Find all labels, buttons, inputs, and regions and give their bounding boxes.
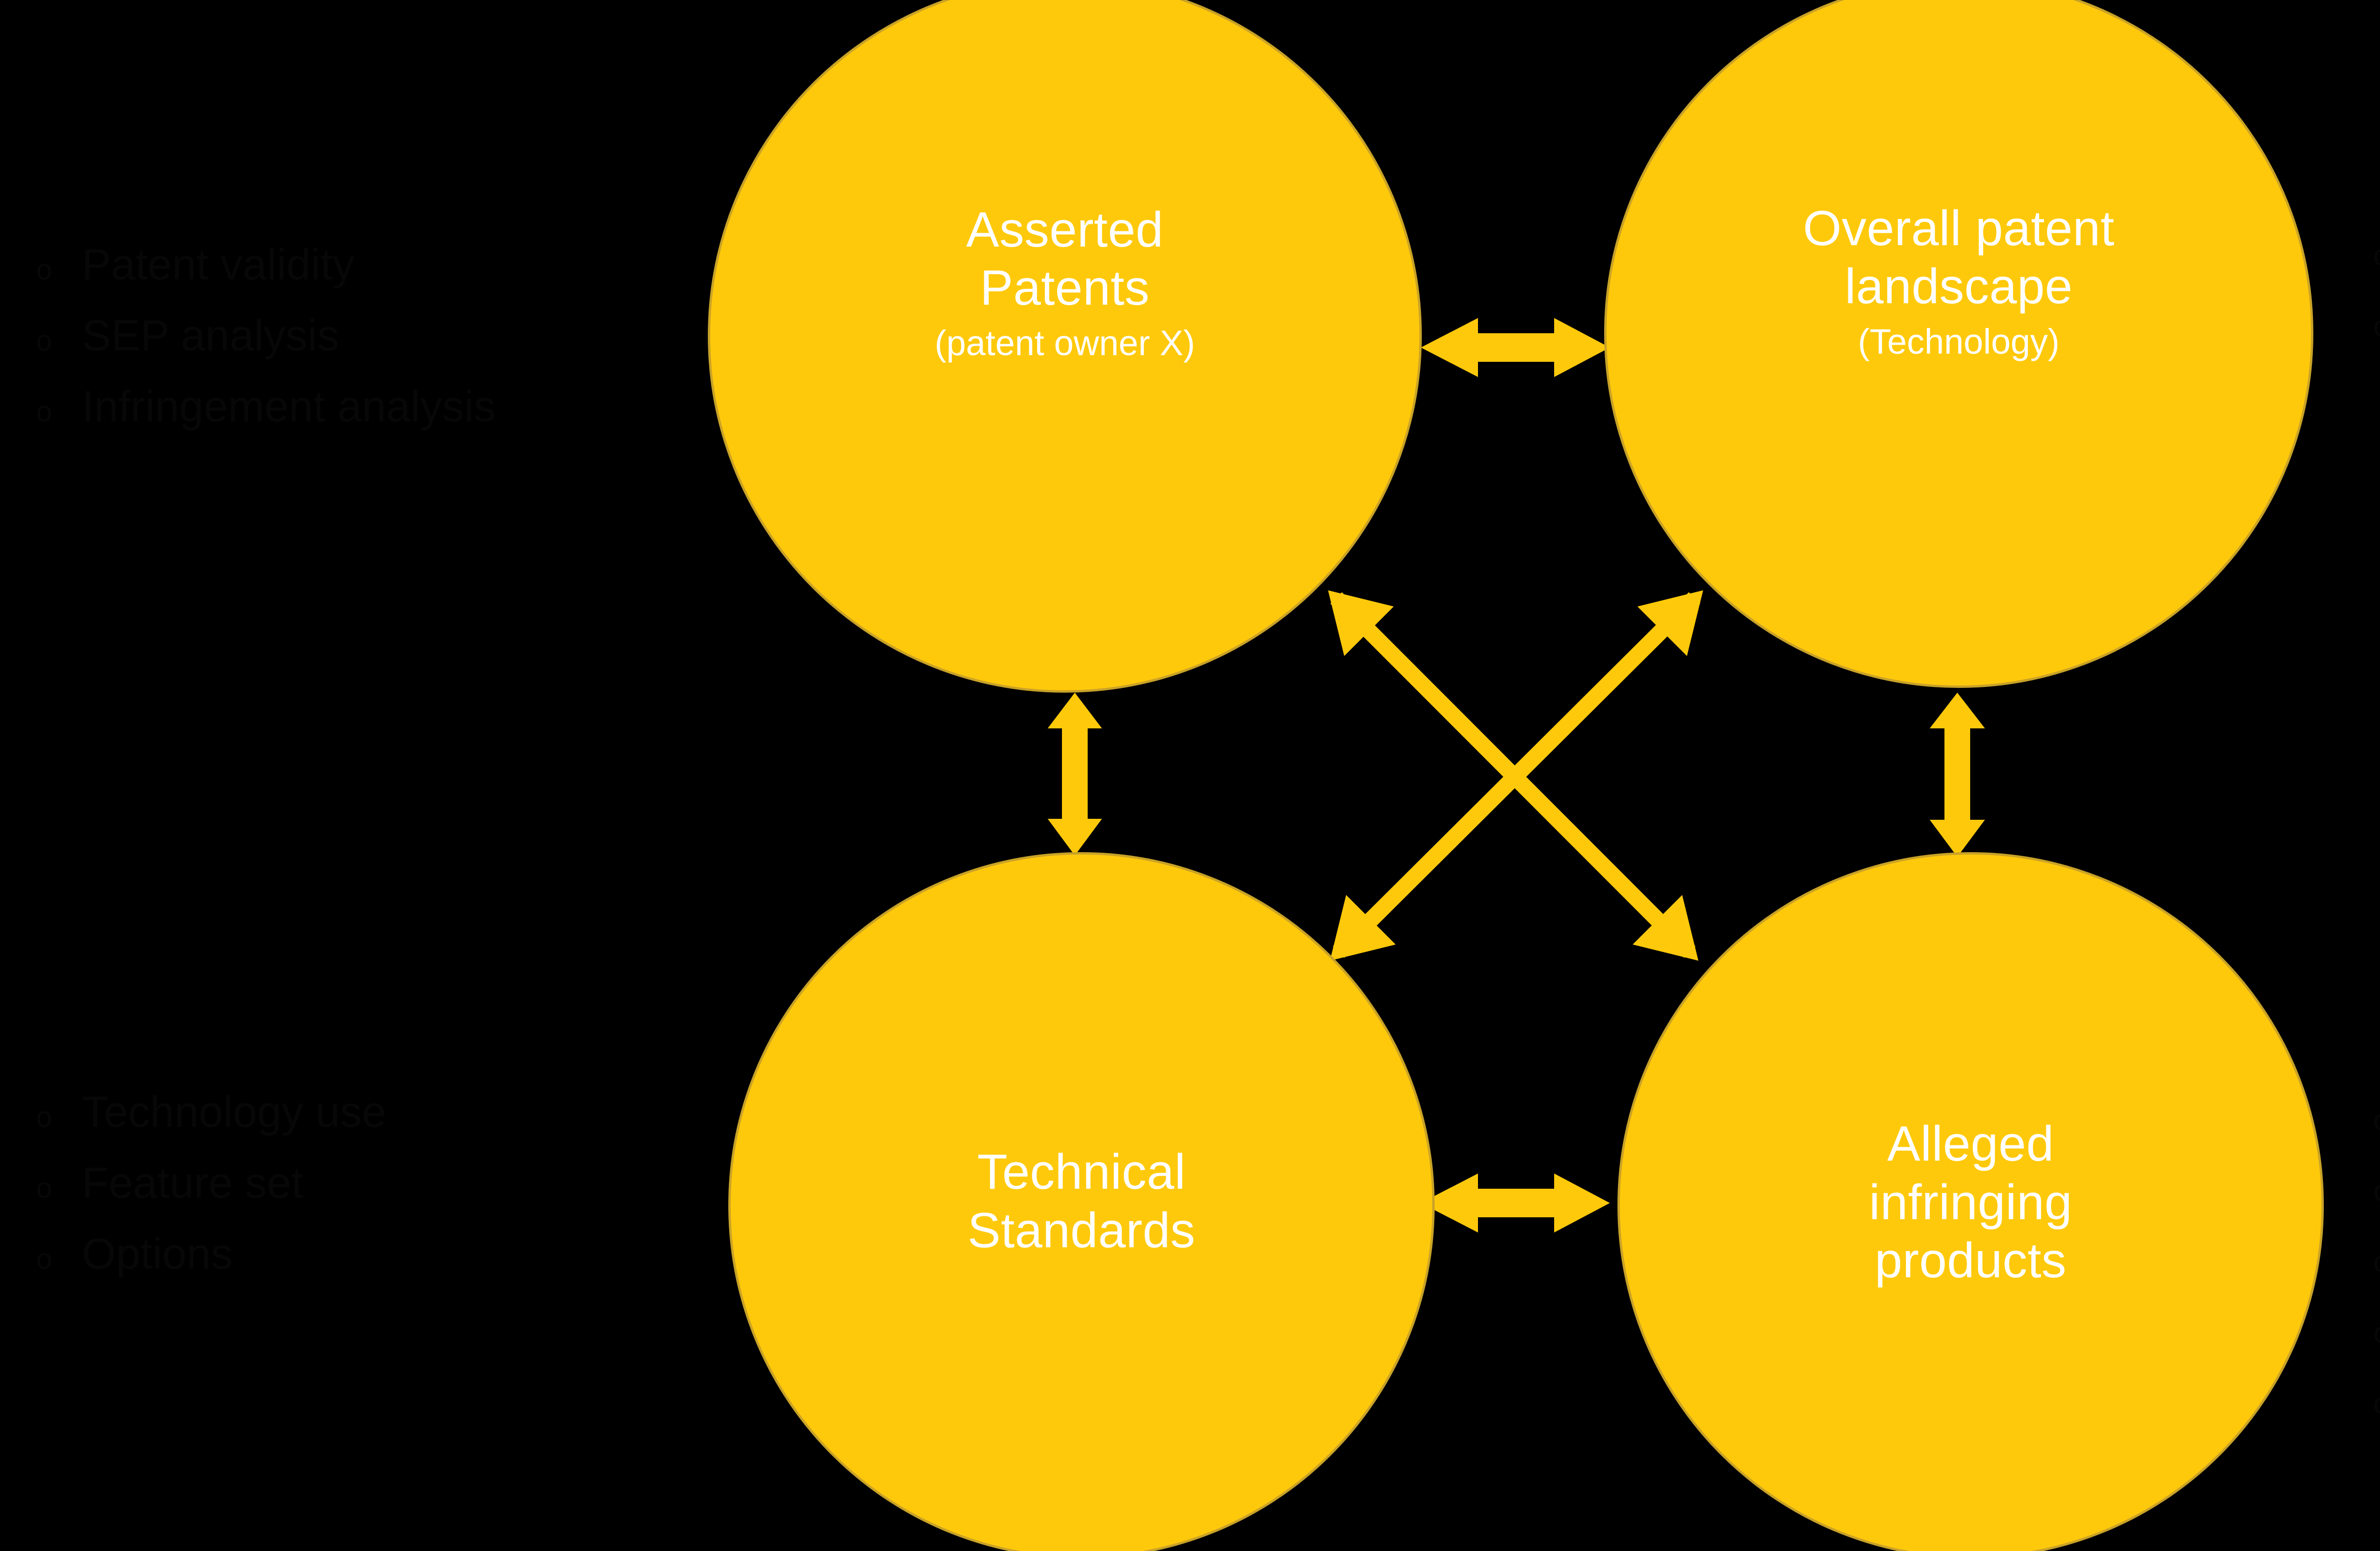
annotation-list-top-left: o Patent validity o SEP analysis o Infri…: [36, 229, 496, 442]
list-item-label: SEP analysis: [82, 311, 339, 360]
arrow-left-vertical: [1048, 693, 1102, 855]
node-technical-standards-content: Technical Standards: [968, 1143, 1196, 1260]
list-item: o Feature set: [36, 1148, 386, 1219]
list-item: o Options: [36, 1219, 386, 1290]
bullet-icon: o: [36, 254, 52, 286]
node-overall-patent-landscape-content: Overall patent landscape (Technology): [1803, 199, 2114, 363]
arrow-top-horizontal: [1421, 318, 1610, 377]
list-item: o SEP analysis: [36, 300, 496, 371]
bullet-icon: o: [2373, 1381, 2380, 1427]
arrow-diagonal-tr-bl: [1330, 590, 1703, 961]
annotation-list-bottom-left: o Technology use o Feature set o Options: [36, 1077, 386, 1290]
list-item: o Patent ownership: [2373, 215, 2380, 286]
bullet-icon: o: [36, 1101, 52, 1133]
list-item: o Options: [2373, 1292, 2380, 1363]
list-item-label: Feature set: [82, 1159, 304, 1208]
node-subtitle: (Technology): [1858, 322, 2060, 362]
bullet-icon: o: [2373, 1239, 2380, 1285]
list-item: o Patent validity: [36, 229, 496, 300]
node-title: Overall patent landscape: [1803, 200, 2115, 315]
bullet-icon: o: [2373, 232, 2380, 278]
list-item: o Product roadmaps: [2373, 1080, 2380, 1151]
node-title: Alleged infringing products: [1869, 1116, 2073, 1289]
bullet-icon: o: [2373, 1310, 2380, 1356]
annotation-list-bottom-right: o Product roadmaps o Future use o Deploy…: [2373, 1080, 2380, 1434]
bullet-icon: o: [36, 1243, 52, 1275]
bullet-icon: o: [2373, 303, 2380, 349]
node-title: Asserted Patents: [966, 202, 1164, 316]
node-alleged-infringing-products[interactable]: Alleged infringing products: [1617, 852, 2324, 1551]
bullet-icon: o: [36, 396, 52, 428]
list-item-label: Infringement analysis: [82, 382, 496, 431]
list-item-label: Technology use: [82, 1088, 387, 1136]
node-asserted-patents[interactable]: Asserted Patents (patent owner X): [708, 0, 1422, 693]
node-overall-patent-landscape[interactable]: Overall patent landscape (Technology): [1604, 0, 2313, 688]
list-item: o Portfolio shares: [2373, 286, 2380, 357]
annotation-list-top-right: o Patent ownership o Portfolio shares: [2373, 215, 2380, 357]
node-asserted-patents-content: Asserted Patents (patent owner X): [934, 201, 1195, 364]
list-item-label: Patent validity: [82, 240, 355, 289]
list-item-label: Options: [82, 1230, 233, 1279]
list-item: o Use cases: [2373, 1363, 2380, 1434]
arrow-right-vertical: [1930, 693, 1985, 857]
node-subtitle: (patent owner X): [934, 323, 1195, 363]
bullet-icon: o: [36, 325, 52, 357]
node-title: Technical Standards: [967, 1144, 1196, 1258]
list-item: o Technology use: [36, 1077, 386, 1148]
arrow-bottom-horizontal: [1421, 1173, 1610, 1233]
bullet-icon: o: [2373, 1168, 2380, 1214]
list-item: o Infringement analysis: [36, 371, 496, 442]
node-technical-standards[interactable]: Technical Standards: [728, 852, 1435, 1551]
list-item: o Future use: [2373, 1151, 2380, 1222]
bullet-icon: o: [2373, 1097, 2380, 1143]
node-alleged-infringing-products-content: Alleged infringing products: [1869, 1115, 2072, 1290]
list-item: o Deployed features: [2373, 1222, 2380, 1292]
bullet-icon: o: [36, 1172, 52, 1204]
